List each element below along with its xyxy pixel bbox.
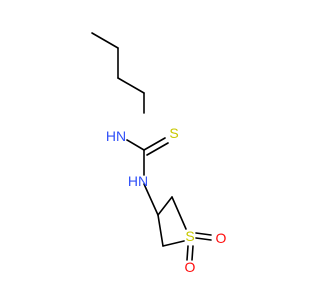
atom-label-s-ring: S	[185, 228, 194, 244]
bond-c8-s	[162, 240, 185, 247]
bond-s-o-bottom-a	[186, 245, 189, 261]
bond-n1-c5	[126, 139, 145, 151]
bond-c1-c2	[91, 32, 119, 49]
atom-label-nh-lower: HN	[128, 173, 148, 189]
bond-n2-c6	[143, 183, 159, 216]
bond-c7-s	[171, 196, 187, 230]
atom-label-o-bottom: O	[185, 259, 196, 275]
atom-label-o-right: O	[216, 230, 227, 246]
bond-c3-c4	[117, 77, 145, 94]
bond-s-o-right-b	[195, 237, 212, 241]
bond-s-o-bottom-b	[191, 245, 194, 261]
atom-label-nh-upper: HN	[106, 128, 126, 144]
bond-c5-s-double-b	[146, 142, 169, 156]
bond-s-o-right-a	[195, 232, 212, 236]
atom-label-s-thione: S	[169, 125, 178, 141]
molecule-diagram: HN S HN S O O	[91, 32, 227, 275]
bond-c6-c8	[157, 214, 164, 247]
bond-c6-c7	[157, 196, 173, 216]
bond-c5-s-double-a	[143, 137, 166, 151]
